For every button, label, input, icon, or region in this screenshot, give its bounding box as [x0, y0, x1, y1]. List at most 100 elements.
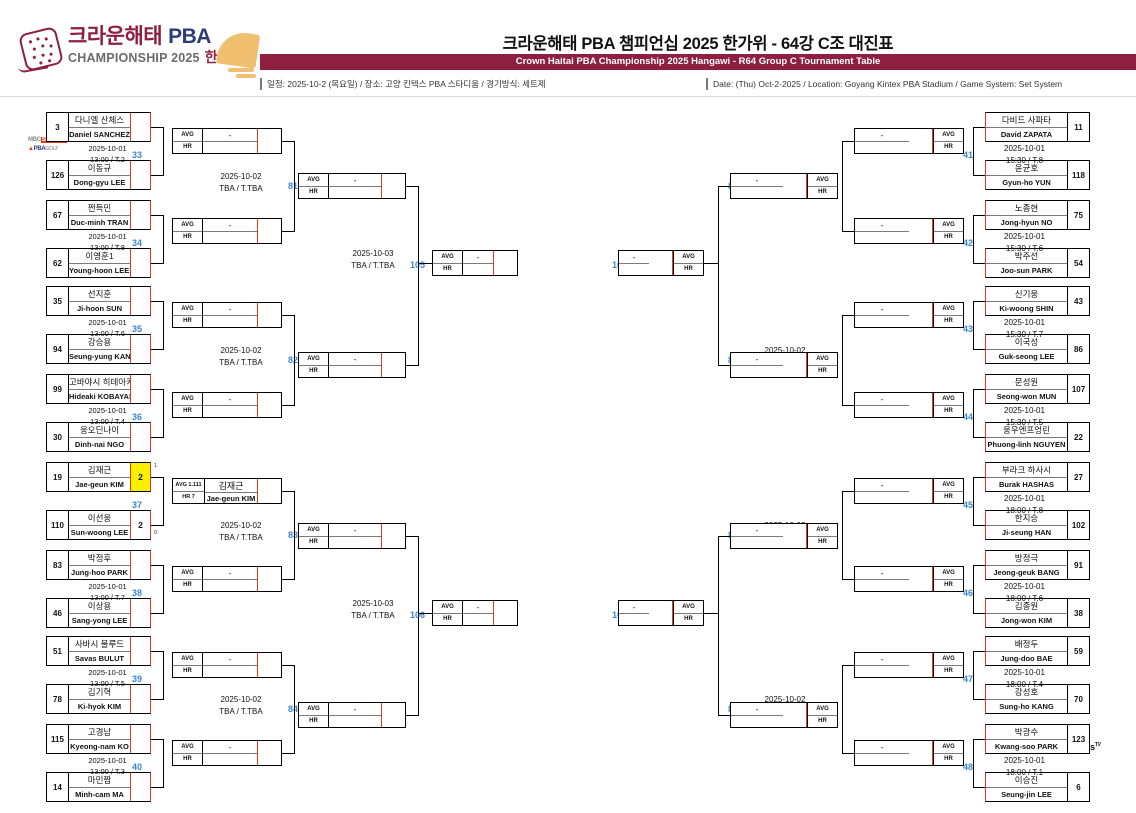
avg-label: AVG [934, 479, 963, 492]
match-date: 2025-10-01 [1004, 756, 1045, 765]
match-date: 2025-10-01 [1004, 318, 1045, 327]
bracket-connector [151, 787, 163, 789]
result-primary: 김재근 [205, 479, 257, 493]
avg-label: AVG [674, 251, 703, 264]
player-name-ko: 방정극 [986, 551, 1067, 566]
bracket-connector [973, 215, 985, 217]
result-values: - [203, 219, 257, 243]
bracket-connector [973, 699, 985, 701]
result-primary: - [619, 251, 649, 264]
avg-label: AVG [808, 353, 837, 366]
match-date: 2025-10-02 [220, 346, 262, 355]
match-date: 2025-10-03 [352, 249, 394, 258]
bracket-connector [973, 651, 985, 653]
bracket-connector [151, 525, 163, 527]
match-date: 2025-10-02 [764, 695, 806, 704]
match-number: 46 [963, 588, 974, 598]
bracket-connector [842, 405, 854, 407]
bracket-connector [418, 263, 432, 265]
bracket-connector [282, 405, 294, 407]
result-values: - [329, 174, 381, 198]
player-seed: 51 [47, 637, 69, 665]
result-primary: - [855, 303, 909, 316]
bracket-connector [842, 665, 844, 755]
player-name-en: Jong-hyun NO [1000, 218, 1053, 227]
bracket-connector [151, 565, 163, 567]
match-number: 36 [132, 412, 143, 422]
bracket-connector [163, 739, 165, 789]
player-name-en: Jung-doo BAE [1000, 654, 1053, 663]
